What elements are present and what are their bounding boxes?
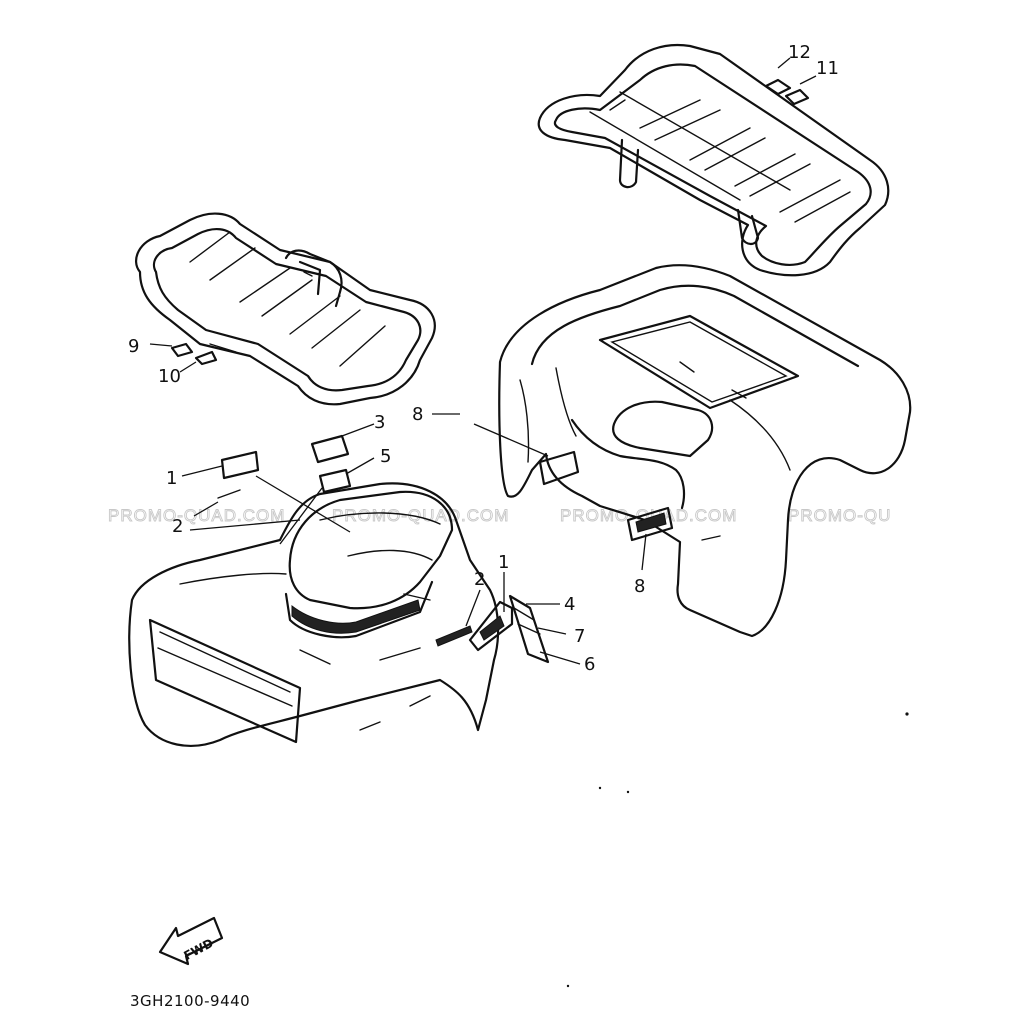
callout-1: 1 bbox=[498, 552, 509, 573]
watermark-text: PROMO-QUAD.COM bbox=[108, 506, 285, 525]
callout-8: 8 bbox=[634, 576, 645, 597]
diagram-part-number: 3GH2100-9440 bbox=[130, 992, 250, 1010]
callout-11: 11 bbox=[816, 58, 839, 79]
callout-8: 8 bbox=[412, 404, 423, 425]
callout-9: 9 bbox=[128, 336, 139, 357]
leader-lines bbox=[149, 57, 817, 665]
callout-4: 4 bbox=[564, 594, 575, 615]
front-fender bbox=[128, 434, 550, 747]
callout-labels: 12 11 9 10 8 3 5 1 2 2 1 4 7 6 8 bbox=[128, 42, 839, 675]
watermark-text: PROMO-QU bbox=[788, 506, 891, 525]
watermark-text: PROMO-QUAD.COM bbox=[332, 506, 509, 525]
forward-arrow: FWD bbox=[158, 916, 224, 966]
callout-6: 6 bbox=[584, 654, 595, 675]
callout-12: 12 bbox=[788, 42, 811, 63]
callout-3: 3 bbox=[374, 412, 385, 433]
fwd-label: FWD bbox=[181, 936, 215, 963]
scan-specks bbox=[566, 712, 909, 988]
callout-10: 10 bbox=[158, 366, 181, 387]
callout-1: 1 bbox=[166, 468, 177, 489]
callout-7: 7 bbox=[574, 626, 585, 647]
callout-2: 2 bbox=[172, 516, 183, 537]
callout-5: 5 bbox=[380, 446, 391, 467]
watermark-text: PROMO-QUAD.COM bbox=[560, 506, 737, 525]
watermark-band: PROMO-QUAD.COM PROMO-QUAD.COM PROMO-QUAD… bbox=[108, 506, 891, 526]
callout-2: 2 bbox=[474, 569, 485, 590]
rear-carrier-rack bbox=[537, 44, 890, 277]
rear-fender bbox=[498, 264, 912, 638]
front-carrier-rack bbox=[134, 212, 436, 406]
